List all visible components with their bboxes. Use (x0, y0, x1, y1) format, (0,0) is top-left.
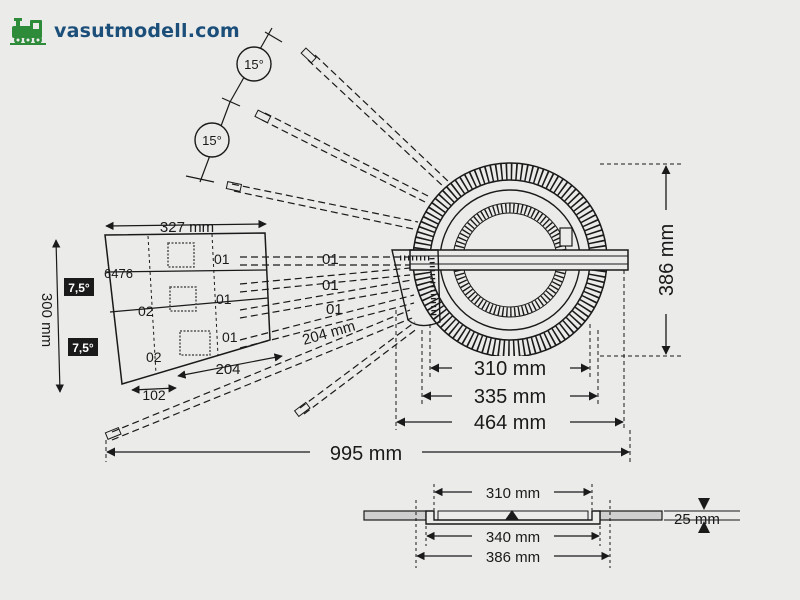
site-logo[interactable]: vasutmodell.com (10, 16, 240, 46)
row2-code-a: 02 (138, 303, 154, 319)
dim-386-vertical-label: 386 mm (656, 224, 678, 296)
dim-335-label: 335 mm (474, 386, 546, 408)
angle-lower-label: 15° (202, 133, 222, 148)
bottom-large-label: 204 (215, 361, 240, 378)
code-6476: 6476 (104, 266, 133, 281)
bottom-small-label: 102 (142, 387, 166, 403)
dim-310-label: 310 mm (474, 358, 546, 380)
turntable (391, 162, 629, 358)
row3-code-b: 01 (222, 329, 238, 345)
angle-upper-label: 15° (244, 57, 264, 72)
angle-box-bottom: 7,5° (72, 341, 94, 355)
dim-464-label: 464 mm (474, 412, 546, 434)
row2-code-b: 01 (216, 291, 232, 307)
dim-995-label: 995 mm (330, 443, 402, 465)
section-386-label: 386 mm (486, 549, 540, 566)
cross-section: 310 mm 340 mm 386 mm 25 mm (363, 483, 740, 568)
section-310-label: 310 mm (486, 485, 540, 502)
section-height-label: 25 mm (674, 511, 720, 528)
track-label-1: 01 (322, 251, 339, 268)
locomotive-icon (10, 18, 46, 45)
fan-height-label: 300 mm (38, 293, 55, 347)
track-label-3: 01 (326, 301, 343, 318)
logo-text: vasutmodell.com (54, 20, 240, 42)
angle-box-top: 7,5° (68, 281, 90, 295)
row3-code-a: 02 (146, 349, 162, 365)
main-dimensions: 310 mm 335 mm 464 mm 995 mm 386 mm (105, 163, 682, 465)
track-label-2: 01 (322, 277, 339, 294)
angle-indicators: 15° 15° (185, 27, 283, 183)
row1-code: 01 (214, 251, 230, 267)
section-340-label: 340 mm (486, 529, 540, 546)
track-labels: 01 01 01 204 mm (300, 251, 357, 349)
fan-module: 327 mm 300 mm 6476 01 02 01 02 01 7,5° 7… (38, 219, 283, 403)
fan-width-label: 327 mm (160, 219, 214, 236)
radial-tracks (104, 47, 451, 441)
